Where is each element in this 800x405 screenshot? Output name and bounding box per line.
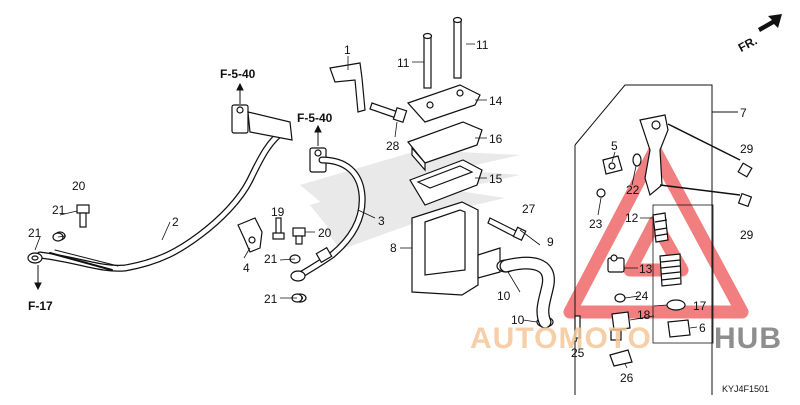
callout-11a: 11 xyxy=(397,56,410,70)
watermark-text: AUTOMOTO HUB xyxy=(470,322,782,355)
nut-24 xyxy=(614,293,626,303)
boot-piston-12 xyxy=(652,212,669,243)
diaphragm-15 xyxy=(409,159,483,206)
drawing-code: KYJ4F1501 xyxy=(722,384,769,394)
bolt-27 xyxy=(487,217,527,242)
reservoir-hose-9 xyxy=(499,256,555,329)
callout-8: 8 xyxy=(390,241,397,255)
callout-9: 9 xyxy=(547,235,554,249)
bolt-20-left xyxy=(76,204,90,228)
fr-label: FR. xyxy=(736,33,760,54)
front-direction-indicator: FR. xyxy=(736,14,782,55)
callout-24: 24 xyxy=(635,289,649,303)
bolt-20-right xyxy=(292,227,306,245)
callout-16: 16 xyxy=(489,132,503,146)
clip-26 xyxy=(609,349,633,367)
callout-21c: 21 xyxy=(264,252,278,266)
master-cylinder-8 xyxy=(411,201,501,296)
reference-arrows xyxy=(34,82,322,291)
callout-23: 23 xyxy=(589,217,603,231)
callout-5: 5 xyxy=(611,139,618,153)
callout-13: 13 xyxy=(639,262,653,276)
callout-22: 22 xyxy=(626,183,640,197)
callout-21b: 21 xyxy=(28,226,42,240)
callout-10b: 10 xyxy=(511,313,525,327)
bolt-19 xyxy=(272,217,285,240)
rod-13 xyxy=(607,254,625,273)
callout-29a: 29 xyxy=(740,142,754,156)
bracket-1 xyxy=(329,62,366,113)
fr-arrow-icon xyxy=(758,14,782,32)
spring-kit-17 xyxy=(659,253,686,311)
callout-27: 27 xyxy=(522,202,536,216)
callout-3: 3 xyxy=(378,214,385,228)
reference-left: F-17 xyxy=(28,299,53,313)
leader-lines xyxy=(34,43,698,369)
watermark-triangle xyxy=(563,143,749,319)
callout-25: 25 xyxy=(571,346,585,360)
callout-26: 26 xyxy=(620,371,634,385)
cup-6 xyxy=(667,319,691,338)
callout-labels: 1 2 3 4 5 6 7 8 9 10 10 11 11 12 13 14 1… xyxy=(28,38,754,385)
clip-22 xyxy=(632,153,642,167)
bolts-29 xyxy=(737,162,753,208)
callout-21d: 21 xyxy=(264,292,278,306)
bolt-28 xyxy=(369,102,408,124)
callout-28: 28 xyxy=(386,139,400,153)
bolts-11 xyxy=(422,16,463,89)
callout-29b: 29 xyxy=(740,228,754,242)
callout-15: 15 xyxy=(489,172,503,186)
reference-top-b: F-5-40 xyxy=(297,111,333,125)
watermark-hub: HUB xyxy=(714,322,782,355)
callout-1: 1 xyxy=(344,43,351,57)
plate-16 xyxy=(407,121,483,172)
pin-23 xyxy=(596,188,606,198)
callout-21a: 21 xyxy=(52,203,66,217)
pushrod-assembly-7 xyxy=(639,114,741,197)
callout-4: 4 xyxy=(243,261,250,275)
callout-12: 12 xyxy=(625,211,639,225)
callout-17: 17 xyxy=(693,299,707,313)
callout-18: 18 xyxy=(637,308,651,322)
callout-14: 14 xyxy=(489,94,503,108)
honda-wing-watermark xyxy=(300,150,520,250)
callout-2: 2 xyxy=(172,215,179,229)
callout-20b: 20 xyxy=(318,226,332,240)
brake-hose-2 xyxy=(36,126,289,272)
joint-5 xyxy=(602,155,623,175)
callout-6: 6 xyxy=(699,321,706,335)
reference-top-a: F-5-40 xyxy=(220,67,256,81)
callout-19: 19 xyxy=(271,205,285,219)
joint-18 xyxy=(610,311,631,341)
watermark-automoto: AUTOMOTO xyxy=(470,322,652,355)
hose-clamp-upper xyxy=(231,104,327,173)
bolt-25 xyxy=(574,315,581,339)
assembly-bracket-7 xyxy=(574,84,738,395)
cap-14 xyxy=(406,84,481,123)
callout-10a: 10 xyxy=(497,289,511,303)
brake-hose-3 xyxy=(298,156,366,278)
callout-7: 7 xyxy=(740,106,747,120)
hose-clip-4 xyxy=(237,217,263,253)
callout-11b: 11 xyxy=(476,38,489,52)
callout-20a: 20 xyxy=(72,179,86,193)
